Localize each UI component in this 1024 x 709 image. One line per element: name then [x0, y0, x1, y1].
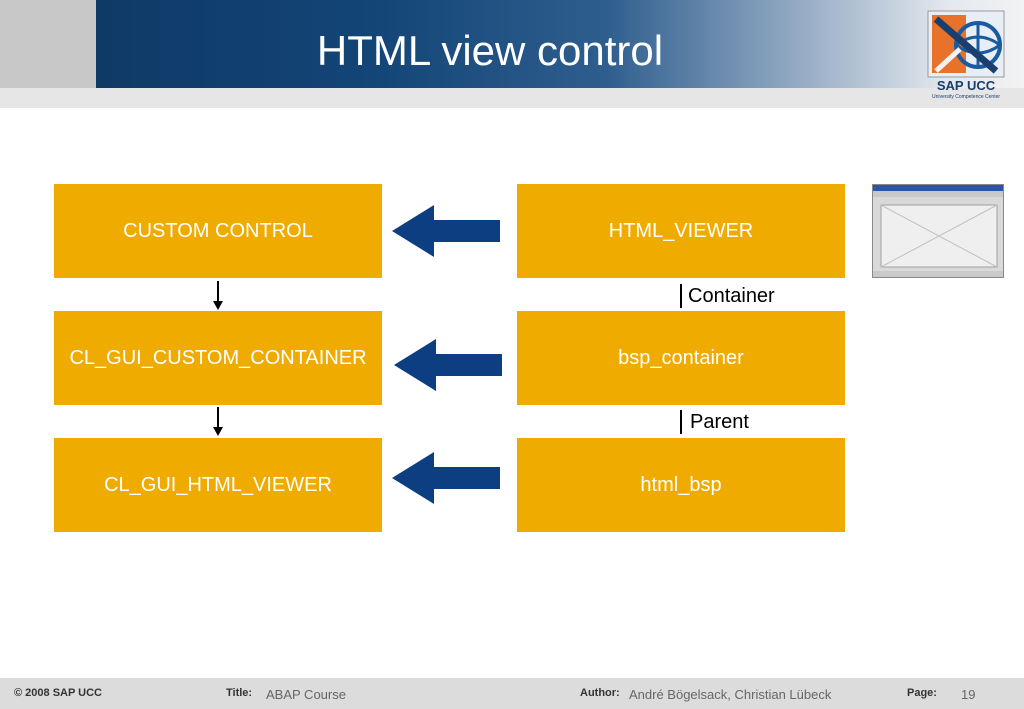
slide-title: HTML view control — [316, 27, 664, 74]
connector-line-parent — [680, 410, 682, 434]
box-html-bsp: html_bsp — [517, 438, 845, 532]
box-bsp-container: bsp_container — [517, 311, 845, 405]
box-cl-gui-custom-container: CL_GUI_CUSTOM_CONTAINER — [54, 311, 382, 405]
box-html-viewer: HTML_VIEWER — [517, 184, 845, 278]
footer-page-number: 19 — [961, 687, 976, 702]
connector-label-container: Container — [688, 285, 775, 307]
box-cl-gui-html-viewer: CL_GUI_HTML_VIEWER — [54, 438, 382, 532]
connector-line-container — [680, 284, 682, 308]
sap-ucc-logo: SAP UCC University Competence Center — [926, 9, 1006, 103]
footer-bar — [0, 678, 1024, 709]
down-arrow-icon-2 — [213, 407, 223, 436]
footer-copyright: © 2008 SAP UCC — [14, 687, 102, 699]
down-arrow-icon-1 — [213, 281, 223, 310]
left-arrow-icon-3 — [392, 452, 500, 504]
logo-subtext: University Competence Center — [931, 94, 1001, 100]
logo-text: SAP UCC — [936, 78, 996, 93]
header-left-block — [0, 0, 96, 88]
left-arrow-icon-2 — [394, 339, 502, 391]
header-sub-band — [0, 88, 1024, 108]
left-arrow-icon-1 — [392, 205, 500, 257]
footer-author-value: André Bögelsack, Christian Lübeck — [629, 687, 832, 702]
window-preview-icon — [873, 185, 1003, 277]
connector-label-parent: Parent — [690, 411, 749, 433]
footer-page-label: Page: — [907, 687, 937, 699]
header-band — [96, 0, 1024, 88]
footer-title-label: Title: — [226, 687, 253, 699]
footer-author-label: Author: — [580, 687, 620, 699]
html-viewer-screenshot-thumbnail — [872, 184, 1004, 278]
footer-title-value: ABAP Course — [266, 687, 346, 702]
logo-graphic-icon — [927, 10, 1005, 78]
box-custom-control: CUSTOM CONTROL — [54, 184, 382, 278]
